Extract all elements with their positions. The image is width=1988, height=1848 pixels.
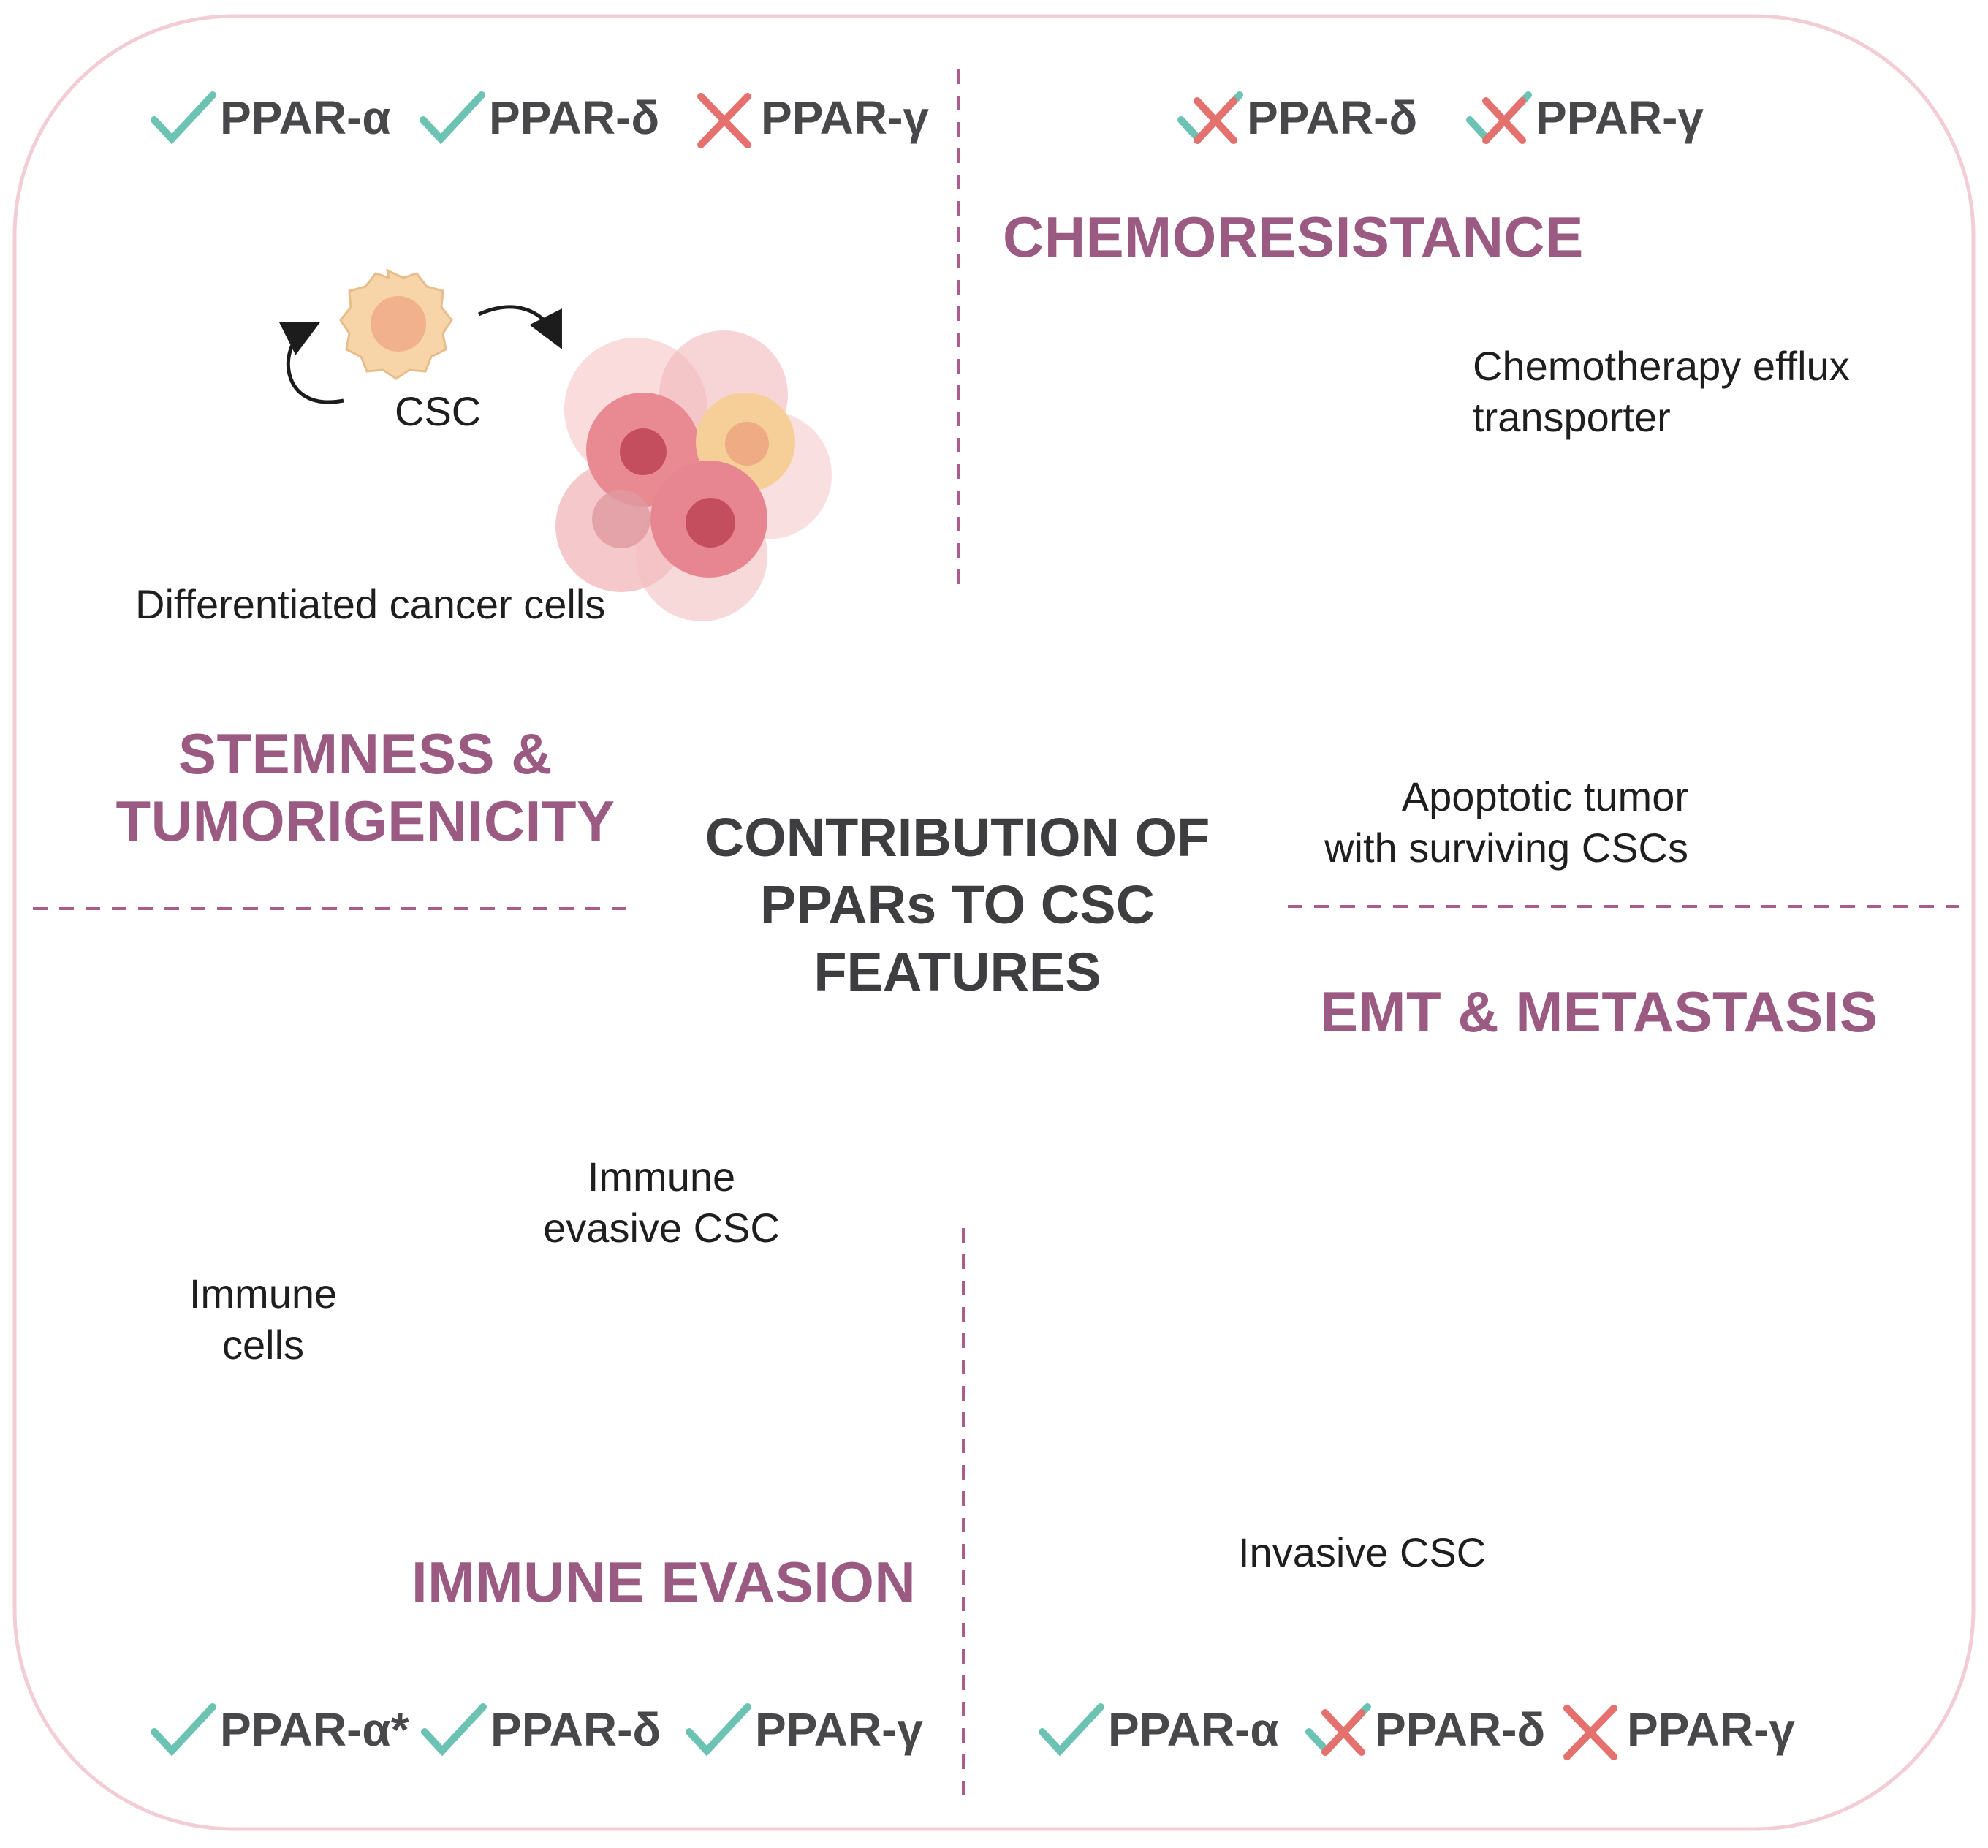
csc-label: CSC <box>395 388 482 434</box>
evasive-label-line1: Immune <box>587 1154 736 1200</box>
efflux-label-line2: transporter <box>1473 394 1671 440</box>
apoptotic-label-line2: with surviving CSCs <box>1324 825 1688 871</box>
stemness-title-line2: TUMORIGENICITY <box>115 789 615 853</box>
ppar-marker-immune: PPAR-α* <box>150 1700 409 1760</box>
differentiation-arrow <box>477 305 562 349</box>
immune-cells-line1: Immune <box>189 1270 338 1317</box>
quadrant-dividers <box>33 69 1959 1806</box>
check-cross-icon <box>1177 88 1244 148</box>
ppar-label: PPAR-δ <box>489 91 660 144</box>
check-icon <box>420 1700 487 1760</box>
apoptotic-label: Apoptotic tumor with surviving CSCs <box>1305 771 1688 874</box>
center-title: CONTRIBUTION OF PPARs TO CSC FEATURES <box>665 804 1250 1006</box>
ppar-label: PPAR-δ <box>490 1703 661 1756</box>
ppar-marker-emt: PPAR-α <box>1038 1700 1279 1760</box>
efflux-label-line1: Chemotherapy efflux <box>1473 343 1850 389</box>
differentiated-cancer-cluster <box>555 330 832 621</box>
efflux-label: Chemotherapy efflux transporter <box>1473 341 1850 443</box>
cross-icon <box>691 88 758 148</box>
ppar-marker-immune: PPAR-γ <box>685 1700 923 1760</box>
center-title-line2: PPARs TO CSC <box>759 874 1156 935</box>
immune-cells-label: Immune cells <box>153 1268 373 1371</box>
check-icon <box>685 1700 752 1760</box>
ppar-label: PPAR-α* <box>220 1703 409 1756</box>
stemness-title-line1: STEMNESS & <box>178 722 553 786</box>
stemness-title: STEMNESS & TUMORIGENICITY <box>0 720 731 855</box>
invasive-csc-label: Invasive CSC <box>1238 1529 1487 1575</box>
check-cross-icon <box>1305 1700 1372 1760</box>
ppar-label: PPAR-γ <box>1627 1703 1795 1756</box>
apoptotic-label-line1: Apoptotic tumor <box>1401 773 1688 819</box>
check-icon <box>1038 1700 1105 1760</box>
evasive-label-line2: evasive CSC <box>543 1205 780 1251</box>
check-icon <box>150 88 217 148</box>
center-title-line3: FEATURES <box>813 942 1101 1002</box>
immune-cells-line2: cells <box>221 1322 305 1368</box>
ppar-marker-chemoresistance: PPAR-δ <box>1177 88 1417 148</box>
ppar-label: PPAR-α <box>1108 1703 1279 1756</box>
check-cross-icon <box>1465 88 1533 148</box>
cross-icon <box>1557 1700 1624 1760</box>
ppar-label: PPAR-γ <box>755 1703 923 1756</box>
ppar-marker-stemness: PPAR-γ <box>691 88 929 148</box>
ppar-label: PPAR-α <box>220 91 391 144</box>
chemoresistance-title: CHEMORESISTANCE <box>1003 205 1584 269</box>
ppar-label: PPAR-δ <box>1375 1703 1546 1756</box>
ppar-marker-immune: PPAR-δ <box>420 1700 661 1760</box>
differentiated-label: Differentiated cancer cells <box>135 581 606 627</box>
ppar-marker-stemness: PPAR-α <box>150 88 391 148</box>
ppar-label: PPAR-δ <box>1247 91 1418 144</box>
ppar-marker-emt: PPAR-δ <box>1305 1700 1545 1760</box>
outer-frame <box>12 14 1976 1831</box>
ppar-marker-stemness: PPAR-δ <box>419 88 659 148</box>
immune-title: IMMUNE EVASION <box>411 1550 917 1614</box>
self-renewal-arrow <box>278 322 344 404</box>
csc-cell-stemness <box>339 268 453 380</box>
ppar-label: PPAR-γ <box>761 91 929 144</box>
check-icon <box>419 88 486 148</box>
center-title-line1: CONTRIBUTION OF <box>705 807 1210 868</box>
emt-title: EMT & METASTASIS <box>1320 980 1878 1044</box>
check-icon <box>150 1700 217 1760</box>
ppar-label: PPAR-γ <box>1536 91 1704 144</box>
ppar-marker-chemoresistance: PPAR-γ <box>1465 88 1704 148</box>
evasive-csc-label: Immune evasive CSC <box>515 1151 808 1254</box>
ppar-marker-emt: PPAR-γ <box>1557 1700 1795 1760</box>
